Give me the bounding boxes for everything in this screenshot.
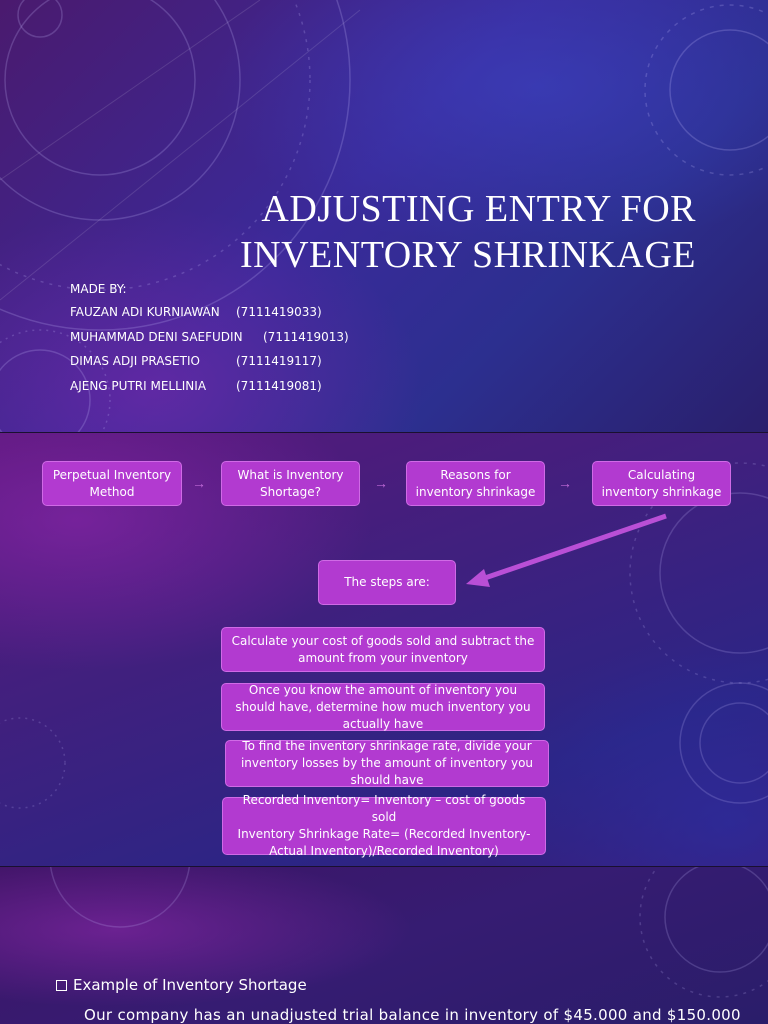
diagonal-arrow-icon xyxy=(466,513,667,587)
example-slide xyxy=(0,867,768,1024)
flow-step-calculating: Calculating inventory shrinkage xyxy=(592,461,731,506)
flow-step-label: Reasons for inventory shrinkage xyxy=(415,467,536,499)
author-list: MADE BY: FAUZAN ADI KURNIAWAN (711141903… xyxy=(70,278,349,399)
formula-line-1: Recorded Inventory= Inventory – cost of … xyxy=(242,793,526,824)
checkbox-bullet-icon xyxy=(56,979,67,991)
author-name: MUHAMMAD DENI SAEFUDIN xyxy=(70,329,243,344)
author-nim: (7111419081) xyxy=(236,378,322,393)
step-box-1: Calculate your cost of goods sold and su… xyxy=(221,627,545,672)
example-heading-text: Example of Inventory Shortage xyxy=(73,976,307,994)
formula-line-2: Inventory Shrinkage Rate= (Recorded Inve… xyxy=(237,827,531,841)
flow-step-label: What is Inventory Shortage? xyxy=(237,467,344,499)
author-name: FAUZAN ADI KURNIAWAN xyxy=(70,305,220,319)
author-row: FAUZAN ADI KURNIAWAN (7111419033) xyxy=(70,300,322,325)
made-by-label: MADE BY: xyxy=(70,282,127,296)
step-box-3: To find the inventory shrinkage rate, di… xyxy=(225,739,549,787)
decorative-dials-background xyxy=(0,0,768,432)
flow-step-label: Calculating inventory shrinkage xyxy=(601,467,722,499)
decorative-dials-background xyxy=(0,462,768,809)
flow-step-inventory-shortage: What is Inventory Shortage? xyxy=(221,461,360,506)
step-text: To find the inventory shrinkage rate, di… xyxy=(240,739,534,787)
steps-label: The steps are: xyxy=(344,575,430,589)
flow-step-perpetual-method: Perpetual Inventory Method xyxy=(42,461,182,506)
author-nim: (7111419117) xyxy=(236,354,322,368)
title-line-2: INVENTORY SHRINKAGE xyxy=(240,234,696,276)
example-heading: Example of Inventory Shortage xyxy=(56,976,307,994)
slide-title: ADJUSTING ENTRY FOR INVENTORY SHRINKAGE xyxy=(136,186,696,278)
author-nim: (7111419013) xyxy=(263,329,349,344)
author-row: MUHAMMAD DENI SAEFUDIN (7111419013) xyxy=(70,325,349,350)
author-row: DIMAS ADJI PRASETIO (7111419117) xyxy=(70,349,322,374)
author-name: AJENG PUTRI MELLINIA xyxy=(70,378,207,393)
steps-label-box: The steps are: xyxy=(318,560,456,605)
process-slide: Perpetual Inventory Method → What is Inv… xyxy=(0,433,768,866)
flow-step-reasons: Reasons for inventory shrinkage xyxy=(406,461,545,506)
flow-step-label: Perpetual Inventory Method xyxy=(52,467,172,499)
title-line-1: ADJUSTING ENTRY FOR xyxy=(261,188,696,230)
author-row: AJENG PUTRI MELLINIA (7111419081) xyxy=(70,374,322,399)
author-name: DIMAS ADJI PRASETIO xyxy=(70,354,200,368)
flow-arrow-icon: → xyxy=(192,475,206,491)
example-text: Our company has an unadjusted trial bala… xyxy=(84,1006,741,1024)
step-text: Calculate your cost of goods sold and su… xyxy=(231,633,535,665)
step-text: Once you know the amount of inventory yo… xyxy=(235,682,531,731)
formula-box: Recorded Inventory= Inventory – cost of … xyxy=(222,793,546,858)
author-nim: (7111419033) xyxy=(236,305,322,319)
flow-arrow-icon: → xyxy=(558,475,572,491)
decorative-dials-background xyxy=(49,867,768,998)
formula-line-3: Actual Inventory)/Recorded Inventory) xyxy=(269,844,499,858)
flow-arrow-icon: → xyxy=(374,475,388,491)
step-box-2: Once you know the amount of inventory yo… xyxy=(221,683,545,731)
title-slide: ADJUSTING ENTRY FOR INVENTORY SHRINKAGE … xyxy=(0,0,768,432)
